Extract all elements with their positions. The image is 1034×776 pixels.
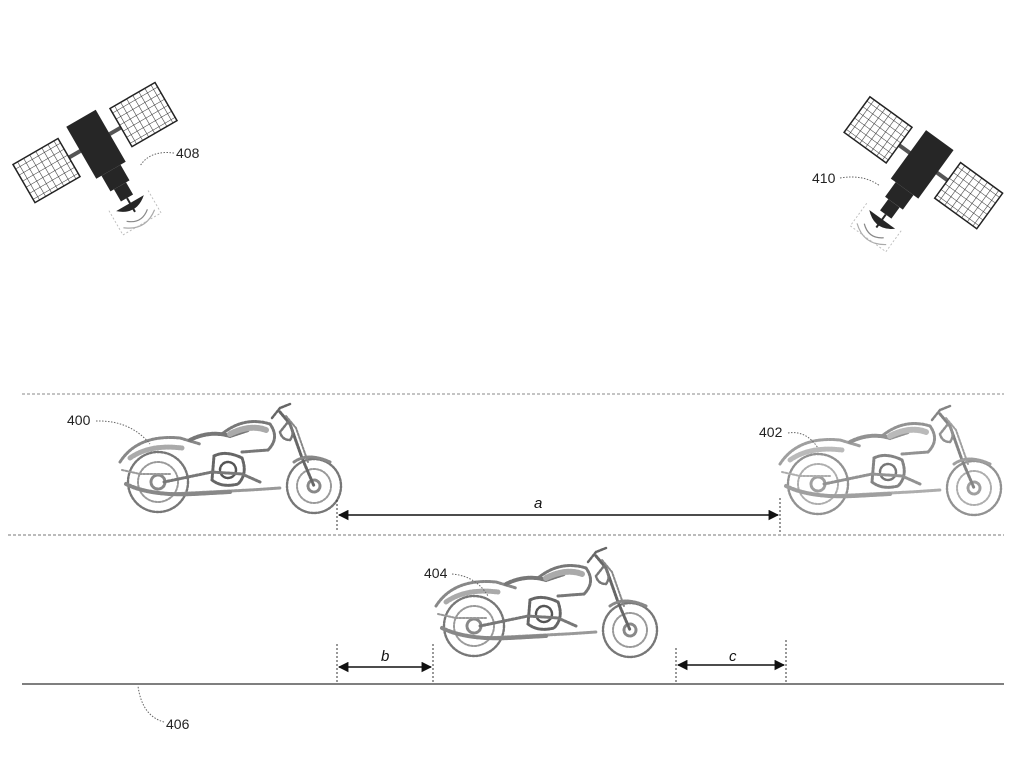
- label-402: 402: [759, 424, 783, 440]
- leader-400: [95, 420, 151, 445]
- leader-404: [451, 573, 489, 597]
- label-400: 400: [67, 412, 91, 428]
- leader-410: [839, 176, 881, 187]
- label-410: 410: [812, 170, 836, 186]
- dim-c-label: c: [729, 648, 737, 665]
- dim-b-label: b: [381, 648, 389, 665]
- dim-a-label: a: [534, 495, 542, 512]
- motorcycle-402: [780, 406, 1001, 515]
- label-406: 406: [166, 716, 190, 732]
- label-408: 408: [176, 145, 200, 161]
- label-404: 404: [424, 565, 448, 581]
- motorcycle-400: [120, 404, 341, 513]
- satellite-410: [800, 90, 1008, 289]
- leader-408: [139, 152, 175, 167]
- satellite-408: [8, 76, 215, 267]
- motorcycle-404: [436, 548, 657, 657]
- leader-406: [137, 685, 165, 723]
